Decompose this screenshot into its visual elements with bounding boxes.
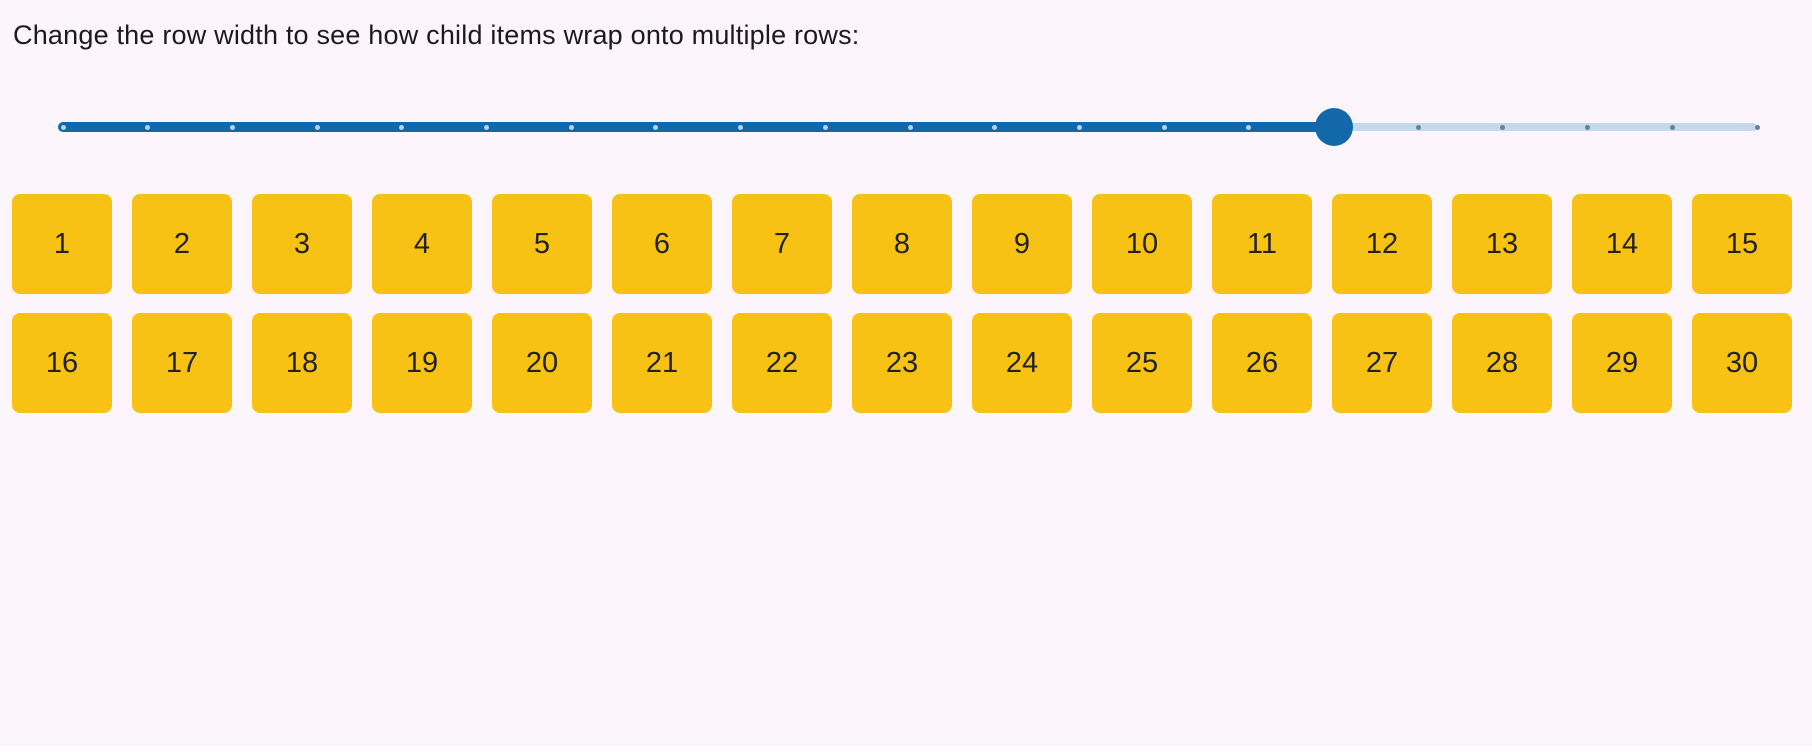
wrap-item: 26 (1212, 313, 1312, 413)
wrap-item: 5 (492, 194, 592, 294)
wrap-item: 4 (372, 194, 472, 294)
wrap-item: 12 (1332, 194, 1432, 294)
wrap-item: 20 (492, 313, 592, 413)
wrap-item: 8 (852, 194, 952, 294)
wrap-item: 9 (972, 194, 1072, 294)
wrap-item: 16 (12, 313, 112, 413)
slider-thumb[interactable] (1314, 108, 1353, 146)
wrap-item: 15 (1692, 194, 1792, 294)
wrap-item: 21 (612, 313, 712, 413)
wrap-item: 7 (732, 194, 832, 294)
wrap-item: 3 (252, 194, 352, 294)
page-title: Change the row width to see how child it… (13, 20, 860, 50)
window-bottom-edge (0, 746, 1812, 752)
wrap-item: 28 (1452, 313, 1552, 413)
wrap-item: 29 (1572, 313, 1672, 413)
wrap-item: 17 (132, 313, 232, 413)
wrap-item: 19 (372, 313, 472, 413)
row-width-slider[interactable] (55, 108, 1767, 146)
wrap-item: 11 (1212, 194, 1312, 294)
wrap-item: 22 (732, 313, 832, 413)
wrap-item: 18 (252, 313, 352, 413)
wrap-item: 1 (12, 194, 112, 294)
wrap-item: 2 (132, 194, 232, 294)
wrap-item: 25 (1092, 313, 1192, 413)
wrap-item: 13 (1452, 194, 1552, 294)
wrap-item: 14 (1572, 194, 1672, 294)
wrap-item: 27 (1332, 313, 1432, 413)
wrap-item: 6 (612, 194, 712, 294)
wrap-item: 10 (1092, 194, 1192, 294)
wrap-item: 24 (972, 313, 1072, 413)
slider-filled-track (58, 122, 1334, 132)
wrap-item: 30 (1692, 313, 1792, 413)
wrap-item: 23 (852, 313, 952, 413)
